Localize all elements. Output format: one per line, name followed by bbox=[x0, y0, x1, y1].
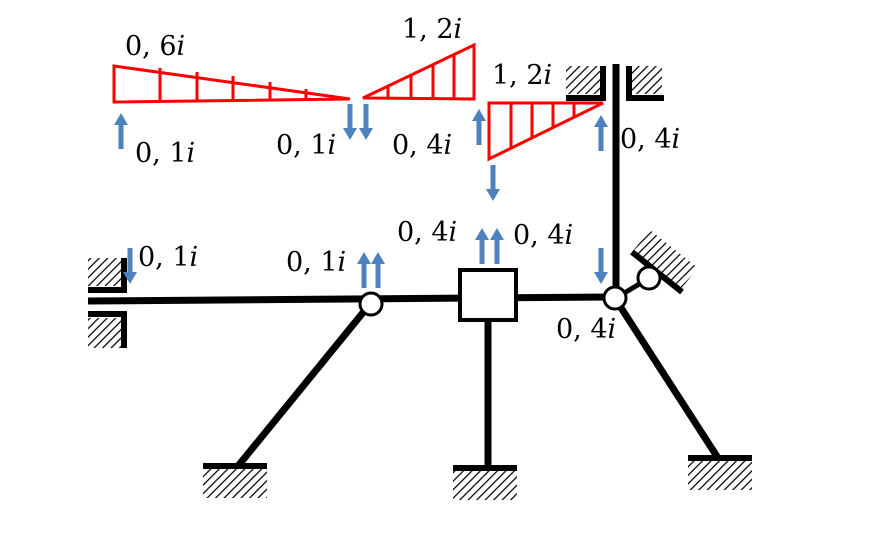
reaction-arrow-transfer bbox=[486, 165, 500, 201]
reaction-arrows-left-beam-right bbox=[343, 104, 373, 140]
moment-label-left: 0, 6i bbox=[125, 31, 185, 62]
reaction-arrows-rigid-node bbox=[475, 228, 504, 264]
reaction-label-left-beam-left: 0, 1i bbox=[135, 138, 195, 169]
reaction-label-rigid-node-left: 0, 4i bbox=[397, 217, 457, 248]
reaction-arrows-hinge-node bbox=[357, 252, 385, 288]
moment-label-right: 1, 2i bbox=[492, 60, 552, 91]
reaction-label-rigid-node-right: 0, 4i bbox=[513, 220, 573, 251]
rigid-node bbox=[458, 268, 518, 322]
reaction-label-right-hinge: 0, 4i bbox=[556, 314, 616, 345]
bottom-support-right bbox=[688, 455, 752, 490]
moment-label-middle: 1, 2i bbox=[402, 14, 462, 45]
hinge-node-right bbox=[602, 285, 628, 311]
bottom-support-middle bbox=[453, 465, 517, 500]
main-beam bbox=[87, 293, 613, 305]
moment-diagram-right bbox=[487, 101, 604, 162]
reaction-label-left-beam-right: 0, 1i bbox=[276, 130, 336, 161]
reaction-label-hinge-node: 0, 1i bbox=[286, 247, 346, 278]
moment-diagram-left bbox=[112, 64, 351, 104]
left-fixed-support bbox=[88, 258, 127, 348]
reaction-arrow-middle-beam-left bbox=[472, 109, 486, 145]
bottom-support-left bbox=[203, 463, 267, 498]
right-diagonal-column bbox=[613, 298, 721, 460]
inclined-roller-support bbox=[614, 230, 698, 301]
left-diagonal-column bbox=[235, 301, 373, 469]
reaction-label-middle-beam-left: 0, 4i bbox=[392, 130, 452, 161]
reaction-arrow-right-beam-right bbox=[594, 115, 608, 151]
reaction-label-right-beam-right: 0, 4i bbox=[620, 124, 680, 155]
hinge-node-left bbox=[358, 291, 384, 317]
reaction-arrow-left-beam-left bbox=[114, 113, 128, 149]
moment-diagram-middle bbox=[362, 42, 476, 101]
reaction-label-left-support: 0, 1i bbox=[138, 242, 198, 273]
reaction-arrow-right-hinge bbox=[594, 248, 608, 284]
top-right-support bbox=[566, 66, 664, 101]
